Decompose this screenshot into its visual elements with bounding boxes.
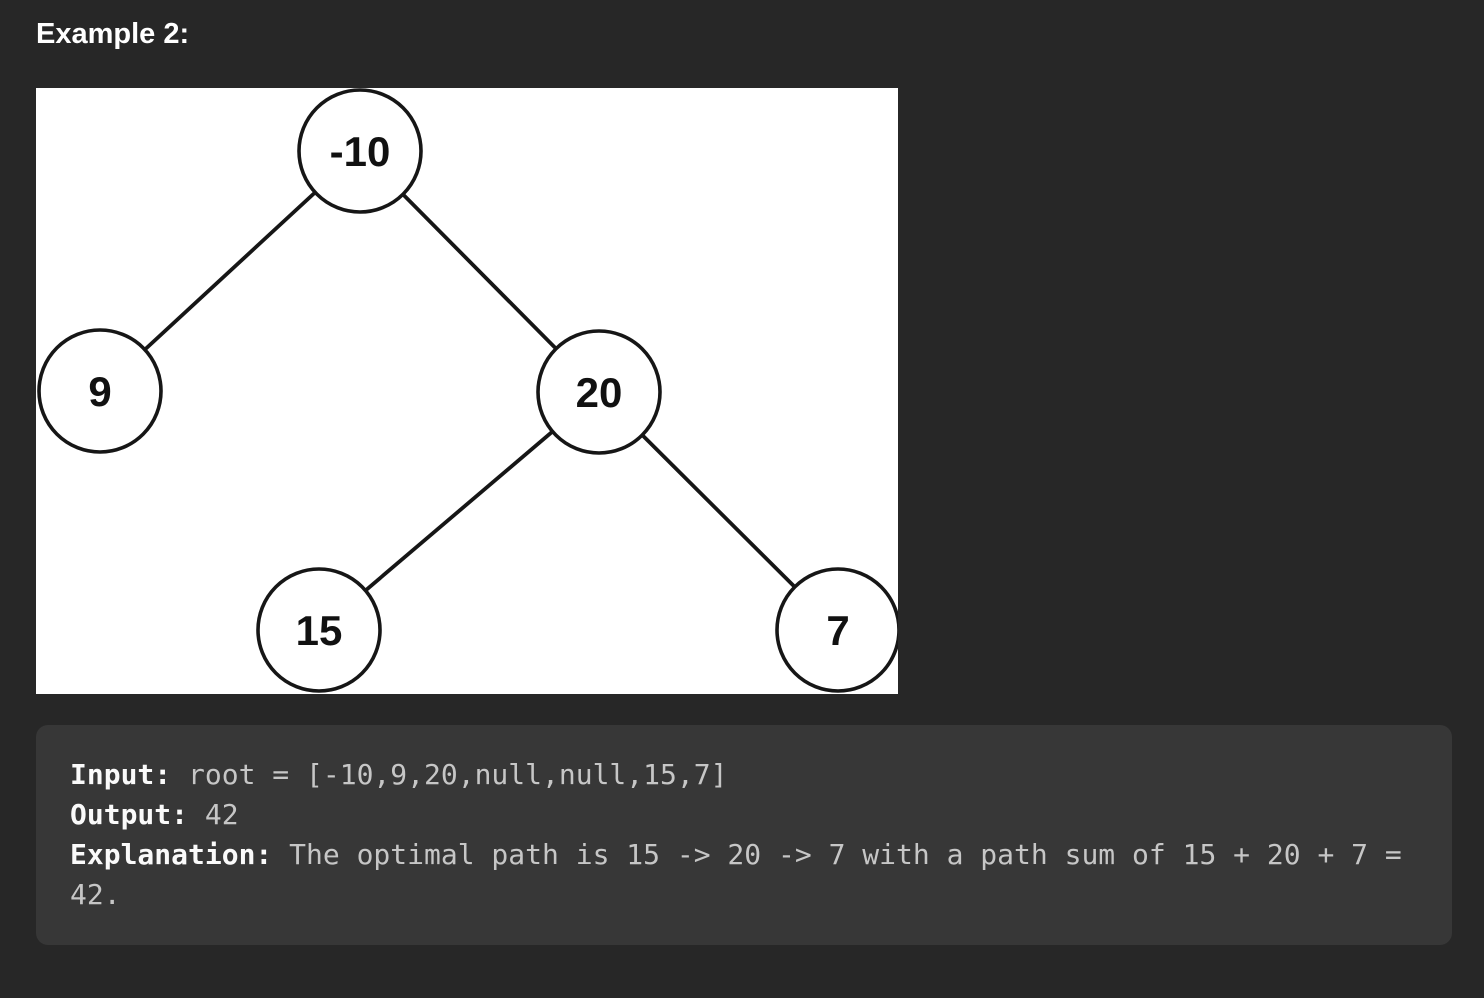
example-code-block: Input: root = [-10,9,20,null,null,15,7] O… xyxy=(36,725,1452,945)
explanation-value: The optimal path is 15 -> 20 -> 7 with a… xyxy=(70,838,1402,911)
tree-node-label: 15 xyxy=(296,607,343,654)
tree-node-label: 7 xyxy=(826,607,849,654)
input-line: Input: root = [-10,9,20,null,null,15,7] xyxy=(70,755,1430,795)
explanation-line: Explanation:The optimal path is 15 -> 20… xyxy=(70,835,1430,915)
input-value: root = [-10,9,20,null,null,15,7] xyxy=(188,758,728,791)
tree-node-circle xyxy=(256,567,382,693)
binary-tree-figure: -10 9 20 15 7 xyxy=(36,88,898,694)
example-heading: Example 2: xyxy=(36,18,190,50)
tree-node-circle xyxy=(37,328,163,454)
output-line: Output: 42 xyxy=(70,795,1430,835)
binary-tree-diagram: -10 9 20 15 7 xyxy=(37,88,898,693)
explanation-label: Explanation: xyxy=(70,838,273,871)
tree-node-label: -10 xyxy=(330,128,391,175)
tree-node-label: 9 xyxy=(88,368,111,415)
output-value: 42 xyxy=(204,798,239,831)
input-label: Input: xyxy=(70,758,172,791)
tree-node-circle xyxy=(775,567,898,693)
tree-node-circle xyxy=(297,88,423,214)
tree-node-circle xyxy=(536,329,662,455)
tree-node-label: 20 xyxy=(576,369,623,416)
output-label: Output: xyxy=(70,798,189,831)
